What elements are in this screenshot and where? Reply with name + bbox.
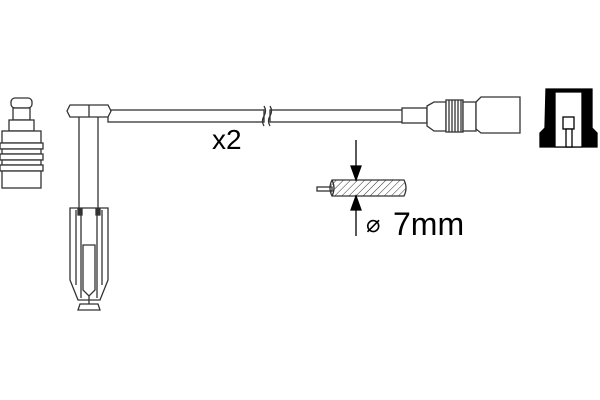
- coil-connector: [401, 96, 521, 134]
- diameter-symbol: ⌀: [366, 211, 381, 238]
- quantity-label: x2: [212, 124, 242, 155]
- diameter-label: 7mm: [393, 206, 465, 242]
- cable-cross-section: [316, 179, 407, 197]
- diameter-dimension-arrows: [350, 140, 362, 236]
- coil-cap: [539, 88, 598, 148]
- angled-plug-boot: [66, 104, 112, 311]
- ignition-cable: [107, 105, 405, 127]
- spark-plug-connector: [0, 97, 44, 189]
